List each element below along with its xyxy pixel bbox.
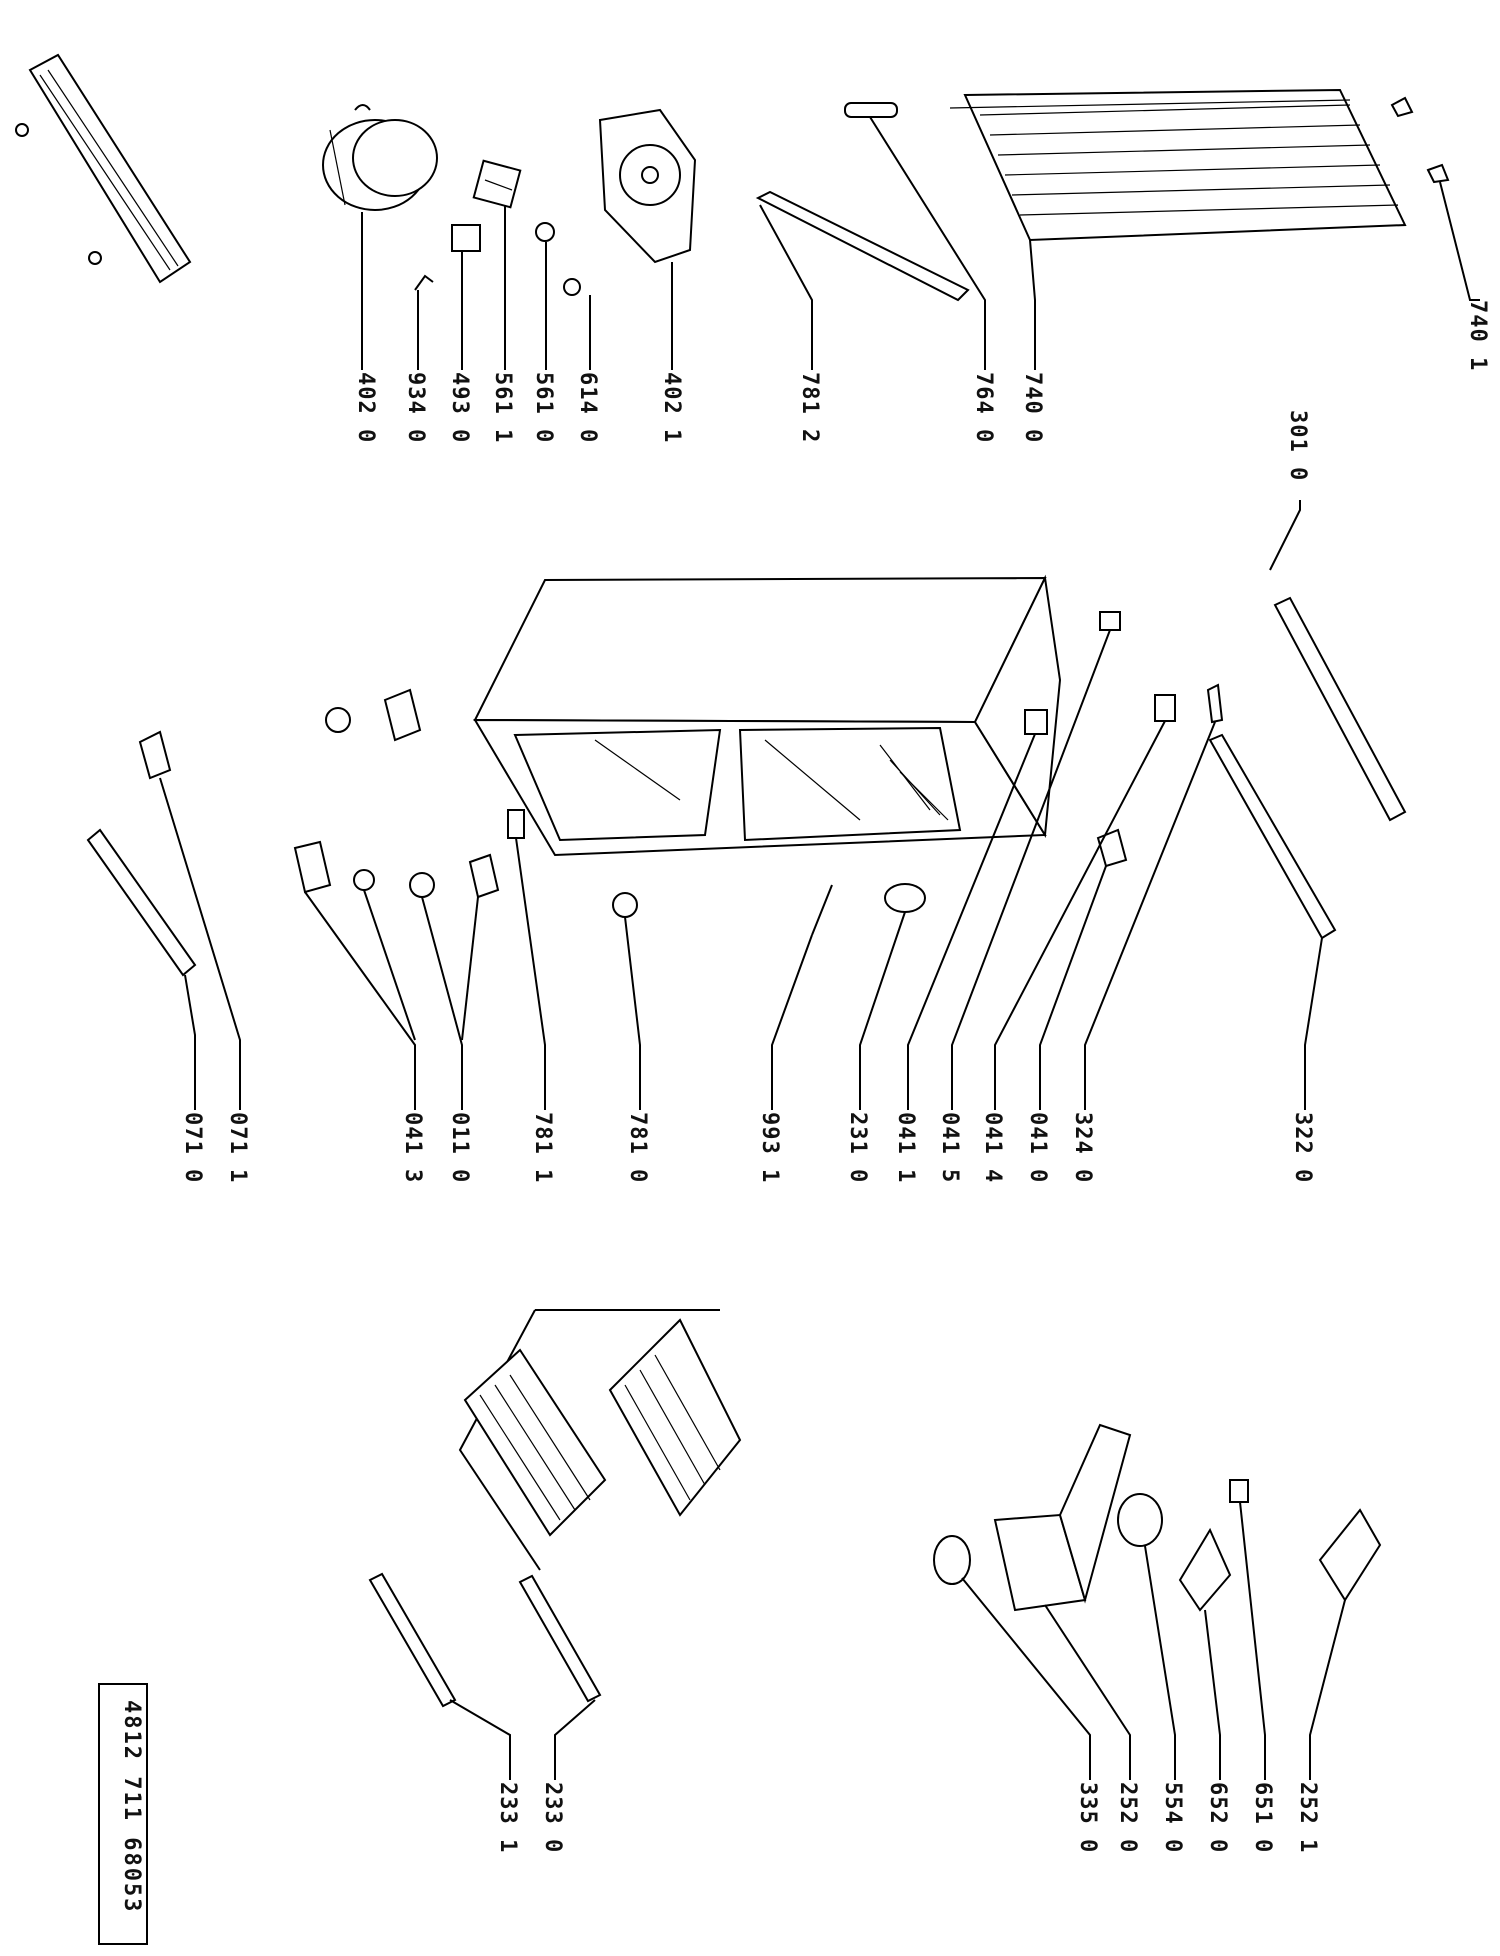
hinge-part (138, 730, 172, 780)
callout-781-2: 781 2 (797, 372, 822, 444)
knob-part (933, 1535, 971, 1585)
wire-part (414, 274, 434, 291)
callout-740-1: 740 1 (1465, 300, 1490, 372)
callout-041-1: 041 1 (893, 1112, 918, 1184)
pin-part (409, 872, 435, 898)
rod-part (811, 884, 833, 936)
lamp-holder-part (1318, 1508, 1382, 1602)
screw-part (563, 278, 581, 296)
document-number: 4812 711 68053 (119, 1700, 144, 1914)
pin-part (325, 707, 351, 733)
document-number-box (98, 1683, 148, 1945)
leader-lines-top (361, 116, 1480, 571)
rail-part (1208, 733, 1337, 940)
callout-252-0: 252 0 (1115, 1782, 1140, 1854)
callout-402-1: 402 1 (659, 372, 684, 444)
callout-041-3: 041 3 (400, 1112, 425, 1184)
callout-614-0: 614 0 (575, 372, 600, 444)
callout-231-0: 231 0 (845, 1112, 870, 1184)
callout-402-0: 402 0 (353, 372, 378, 444)
strip-part (755, 190, 970, 302)
callout-233-1: 233 1 (495, 1782, 520, 1854)
leader-lines-middle (159, 629, 1323, 1110)
callout-781-1: 781 1 (530, 1112, 555, 1184)
clip-part (451, 224, 481, 252)
callout-041-0: 041 0 (1025, 1112, 1050, 1184)
clip-part (1154, 694, 1176, 722)
callout-252-1: 252 1 (1295, 1782, 1320, 1854)
hinge-part (468, 853, 500, 899)
callout-324-0: 324 0 (1070, 1112, 1095, 1184)
shelf-rail-part (518, 1574, 602, 1703)
callout-934-0: 934 0 (403, 372, 428, 444)
callout-651-0: 651 0 (1250, 1782, 1275, 1854)
hinge-part (1096, 828, 1128, 868)
callout-071-1: 071 1 (225, 1112, 250, 1184)
thermostat-part (993, 1423, 1132, 1612)
bulb-part (1229, 1479, 1249, 1503)
hinge-part (383, 688, 422, 742)
callout-493-0: 493 0 (447, 372, 472, 444)
plug-part (884, 883, 926, 913)
base-rail-part (15, 53, 192, 284)
switch-part (1178, 1527, 1232, 1612)
door-strip-part (86, 828, 197, 977)
callout-764-0: 764 0 (971, 372, 996, 444)
callout-322-0: 322 0 (1290, 1112, 1315, 1184)
evaporator-part (458, 1309, 742, 1571)
callout-041-4: 041 4 (980, 1112, 1005, 1184)
spring-part (1117, 1493, 1163, 1547)
clip-part (1024, 709, 1048, 735)
knob-part (612, 892, 638, 918)
hinge-part (293, 840, 332, 894)
callout-301-0: 301 0 (1285, 410, 1310, 482)
callout-335-0: 335 0 (1075, 1782, 1100, 1854)
rail-part (1273, 596, 1407, 822)
cabinet-part (473, 574, 1062, 857)
callout-071-0: 071 0 (180, 1112, 205, 1184)
clip-part (1426, 163, 1450, 184)
callout-993-1: 993 1 (757, 1112, 782, 1184)
leader-lines-bottom (449, 1501, 1346, 1780)
pin-part (353, 869, 375, 891)
clip-part (1099, 611, 1121, 631)
callout-652-0: 652 0 (1205, 1782, 1230, 1854)
stop-part (507, 809, 525, 839)
shelf-rail-part (368, 1572, 457, 1708)
callout-561-0: 561 0 (531, 372, 556, 444)
callout-740-0: 740 0 (1020, 372, 1045, 444)
clip-part (1206, 683, 1224, 724)
callout-011-0: 011 0 (447, 1112, 472, 1184)
tube-part (844, 102, 898, 118)
compressor-part (322, 104, 438, 211)
relay-part (472, 159, 522, 209)
callout-041-5: 041 5 (937, 1112, 962, 1184)
grommet-part (535, 222, 555, 242)
clip-part (1390, 96, 1414, 118)
callout-781-0: 781 0 (625, 1112, 650, 1184)
callout-554-0: 554 0 (1160, 1782, 1185, 1854)
condenser-part (949, 88, 1407, 242)
motor-plate-part (598, 108, 697, 264)
callout-233-0: 233 0 (540, 1782, 565, 1854)
callout-561-1: 561 1 (490, 372, 515, 444)
